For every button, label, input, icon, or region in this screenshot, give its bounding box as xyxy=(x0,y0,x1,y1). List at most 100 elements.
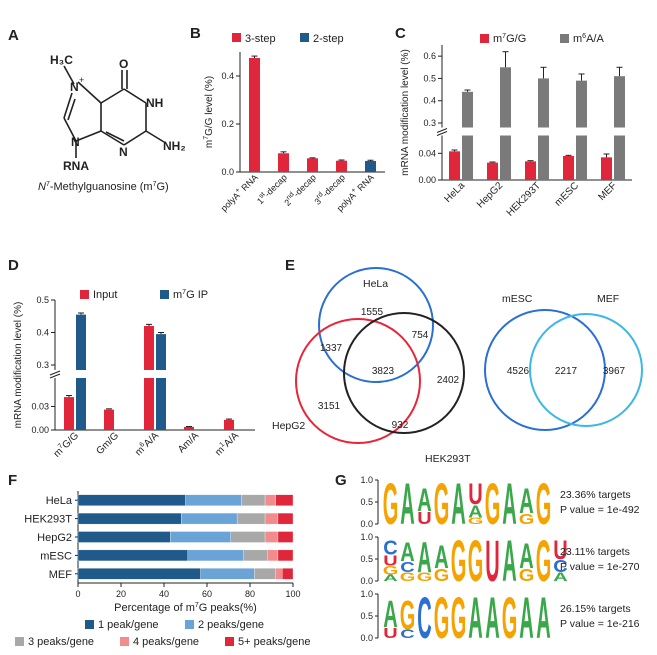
f-x-axis-label: Percentage of m7G peaks(%) xyxy=(114,602,257,614)
f-bar-segment xyxy=(77,568,201,580)
b-legend-label: 3-step xyxy=(245,33,276,45)
g-logo-letter: G xyxy=(383,564,399,577)
c-bar-break xyxy=(537,127,550,136)
f-y-tick-label: MEF xyxy=(49,569,73,581)
f-bar-segment xyxy=(181,512,238,525)
g-logo-letter: A xyxy=(553,571,568,584)
g-logo-letter: U xyxy=(383,552,397,569)
venn-label-hepg2: HepG2 xyxy=(272,420,305,432)
venn-count-mesc-mef: 2217 xyxy=(555,366,578,377)
g-logo-letter: A xyxy=(434,539,448,575)
venn-label-hek293t: HEK293T xyxy=(425,453,471,465)
g-logo-letter: A xyxy=(383,593,397,636)
f-y-tick-label: HEK293T xyxy=(24,514,72,526)
d-legend-swatch xyxy=(80,290,89,299)
g-motif-targets: 26.15% targets xyxy=(560,603,631,615)
g-logo-letter: A xyxy=(519,537,533,576)
d-bar xyxy=(224,419,234,430)
c-bar-break xyxy=(499,127,512,136)
f-bar-segment xyxy=(282,568,294,580)
f-bar-segment xyxy=(243,549,268,562)
g-logo-letter: G xyxy=(502,586,518,652)
b-y-axis-label: m7G/G level (%) xyxy=(203,76,215,148)
d-y-tick-label: 0.3 xyxy=(36,360,49,370)
d-x-tick-label: m1A/A xyxy=(213,429,242,458)
f-bar-segment xyxy=(236,512,266,525)
f-bar-segment xyxy=(264,531,279,543)
g-logo-letter: A xyxy=(400,538,415,567)
f-x-tick-label: 80 xyxy=(245,589,255,599)
f-x-tick-label: 40 xyxy=(159,589,169,599)
f-legend-label: 1 peak/gene xyxy=(98,619,159,631)
d-x-tick-label: m6A/A xyxy=(133,429,162,458)
g-motif-pvalue: P value = 1e-492 xyxy=(560,504,640,516)
methyl-label: H₃C xyxy=(50,53,73,67)
venn-count-hela-hek: 754 xyxy=(412,330,429,341)
structure-bonds xyxy=(63,65,165,158)
f-bar-segment xyxy=(77,531,171,543)
c-bar-break xyxy=(613,127,626,136)
g-logo-letter: A xyxy=(519,586,533,652)
venn-count-all-three: 3823 xyxy=(372,366,395,377)
g-logo-letter: G xyxy=(451,529,467,595)
venn-count-hepg2-hek: 2402 xyxy=(437,375,460,386)
f-bar-segment xyxy=(275,568,283,580)
f-bar-segment xyxy=(77,494,186,506)
atom-n3: N xyxy=(119,145,128,159)
b-bar xyxy=(336,160,347,172)
f-bar-segment xyxy=(77,549,188,562)
venn-label-mef: MEF xyxy=(597,293,619,305)
c-legend-label: m6A/A xyxy=(573,33,604,45)
d-bar-break xyxy=(155,370,167,378)
venn-count-mesc-only: 4526 xyxy=(507,366,530,377)
atom-nh2: NH₂ xyxy=(163,139,186,153)
f-legend-swatch xyxy=(120,637,129,646)
d-axis-break-slash-bottom xyxy=(49,373,61,379)
f-bar-segment xyxy=(230,531,266,543)
g-logo-letter: C xyxy=(417,586,431,652)
c-bar-break xyxy=(461,127,474,136)
panel-letter-g: G xyxy=(335,472,347,489)
c-x-tick-label: HepG2 xyxy=(475,180,505,210)
g-logo-letter: C xyxy=(383,537,398,559)
d-y-tick-label: 0.03 xyxy=(31,402,49,412)
f-x-tick-label: 100 xyxy=(285,589,300,599)
venn-count-hepg2-only: 3151 xyxy=(318,401,341,412)
b-y-tick-label: 0.0 xyxy=(221,167,234,177)
f-y-tick-label: mESC xyxy=(40,550,72,562)
b-y-tick-label: 0.2 xyxy=(221,119,234,129)
g-logo-letter: A xyxy=(400,472,414,538)
c-y-tick-label: 0.04 xyxy=(418,148,436,158)
f-bar-segment xyxy=(277,512,294,525)
b-legend-swatch xyxy=(300,33,309,42)
f-legend-label: 5+ peaks/gene xyxy=(238,636,310,648)
g-logo-letter: A xyxy=(468,586,482,652)
c-legend-swatch xyxy=(560,34,569,43)
c-axis-break-gap xyxy=(437,127,447,136)
d-y-axis-label: mRNA modification level (%) xyxy=(13,302,24,429)
g-y-tick-label: 1.0 xyxy=(360,589,373,599)
g-y-tick-label: 0.0 xyxy=(360,576,373,586)
f-bar-segment xyxy=(264,512,279,525)
f-x-tick-label: 0 xyxy=(75,589,80,599)
f-x-tick-label: 60 xyxy=(202,589,212,599)
g-logo-letter: A xyxy=(502,472,516,538)
d-bar-break xyxy=(75,370,87,378)
f-bar-segment xyxy=(241,494,266,506)
g-logo-letter: A xyxy=(468,502,483,522)
g-logo-letter: C xyxy=(400,628,415,641)
panel-a-structure: H₃C + N O NH NH₂ N N RNA N7-Methylguanos… xyxy=(38,53,186,193)
g-motif-targets: 23.36% targets xyxy=(560,489,631,501)
g-logo-letter: G xyxy=(434,586,450,652)
f-bar-segment xyxy=(277,531,294,543)
g-logo-letter: G xyxy=(468,517,484,527)
f-bar-segment xyxy=(264,494,276,506)
f-legend-swatch xyxy=(15,637,24,646)
g-logo-letter: G xyxy=(434,565,450,585)
g-logo-letter: C xyxy=(553,556,568,576)
c-bar xyxy=(525,161,536,180)
f-legend-label: 4 peaks/gene xyxy=(133,636,199,648)
